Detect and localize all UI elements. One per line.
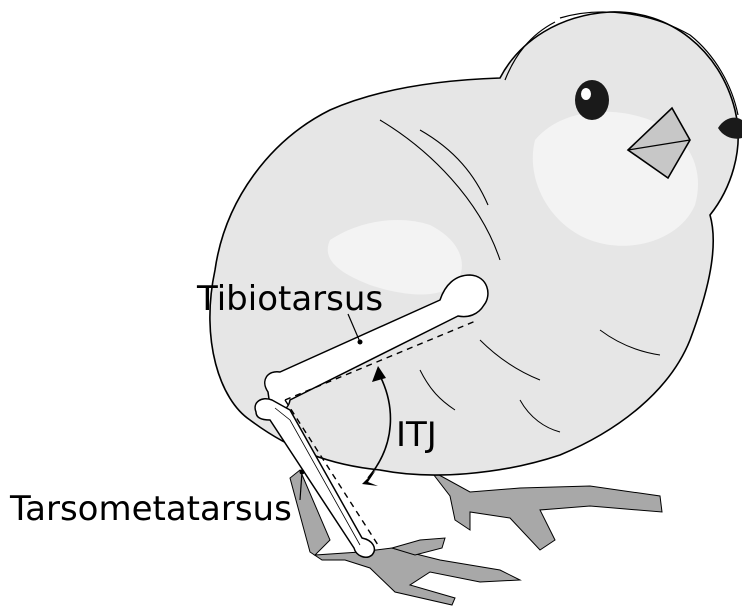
back-foot: [430, 470, 662, 550]
label-tarsometatarsus: Tarsometatarsus: [9, 489, 292, 529]
chick-body: [210, 12, 738, 475]
label-tibiotarsus: Tibiotarsus: [196, 279, 383, 319]
eye: [575, 80, 609, 120]
label-itj: ITJ: [396, 415, 437, 455]
